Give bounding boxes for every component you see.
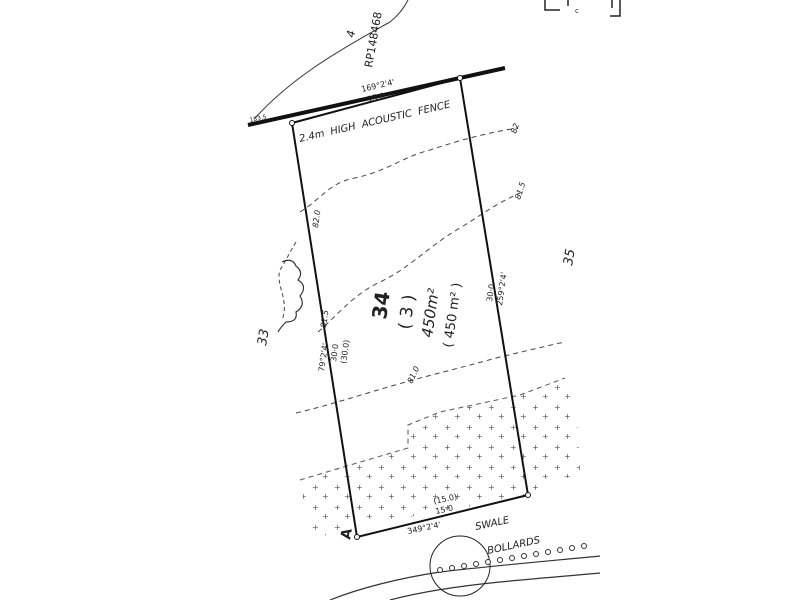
plan-reference: RP148468	[362, 11, 385, 69]
swale-edge	[299, 377, 566, 481]
lot-stage: ( 3 )	[395, 293, 420, 330]
left-bearing: 79°2'4'	[317, 343, 330, 373]
contour-label-810: 81.0	[406, 365, 422, 385]
bollard-dots	[437, 543, 587, 573]
bottom-bearing: 349°2'4'	[407, 520, 442, 536]
lot-area-original: ( 450 m² )	[441, 282, 465, 349]
right-distance: 30·0	[485, 283, 496, 302]
top-lot-number: 4	[344, 29, 358, 38]
dashed-lot-line	[278, 241, 297, 321]
svg-text:c: c	[575, 7, 579, 15]
fence-label: 2.4m HIGH ACOUSTIC FENCE	[298, 99, 452, 145]
right-bearing: 259°2'4'	[495, 271, 509, 306]
left-distance-original: (30.0)	[339, 339, 351, 364]
corner-label-a: A	[338, 527, 356, 541]
small-reference: 183.5	[249, 114, 267, 124]
contour-label-815-left: 81.5	[319, 309, 330, 328]
contour-lines	[295, 127, 566, 414]
left-distance: 30·0	[329, 343, 340, 362]
lot-number: 34	[367, 290, 395, 321]
contour-label-815: 81.5	[513, 181, 527, 201]
top-distance: 15·0	[366, 91, 385, 104]
contour-label-82: 82	[509, 122, 521, 134]
corner-fragments	[544, 0, 621, 17]
adjacent-boundary-curve	[254, 0, 409, 119]
bottom-distance: 15·0	[435, 503, 454, 516]
lot-area: 450m²	[418, 287, 443, 338]
left-lot-number: 33	[255, 328, 273, 347]
swale-label: SWALE	[474, 515, 511, 533]
right-lot-number: 35	[561, 248, 579, 267]
boundary-pegs	[289, 75, 531, 540]
hedge-symbol	[277, 259, 305, 333]
contour-label-82-left: 82.0	[311, 209, 322, 228]
bollard-circle	[429, 535, 491, 597]
